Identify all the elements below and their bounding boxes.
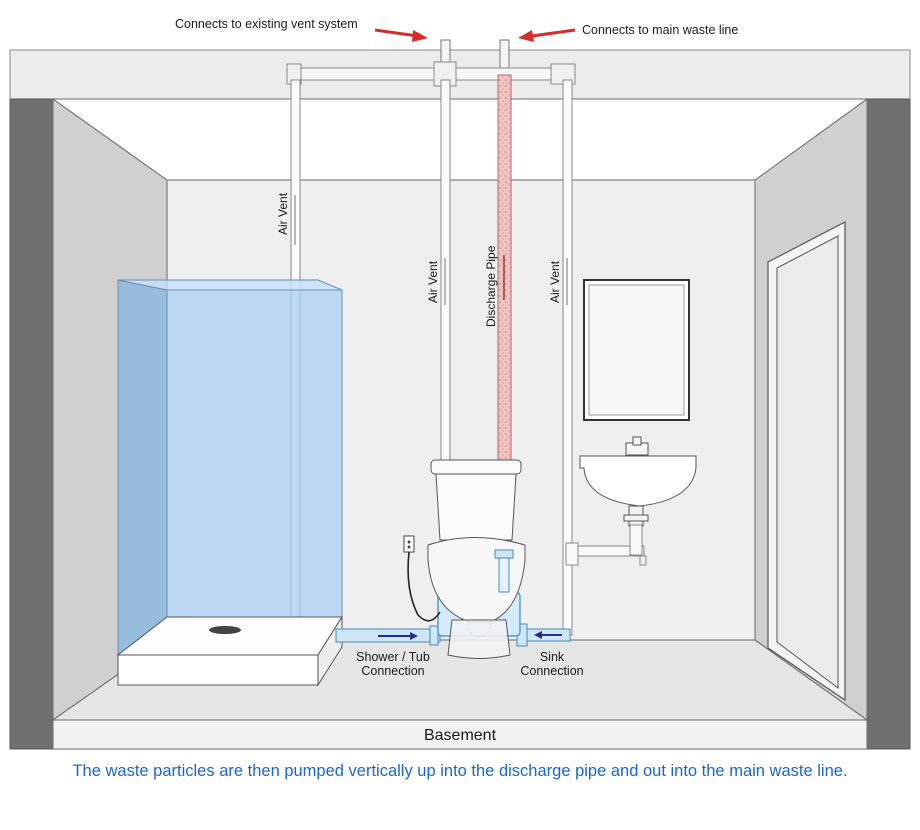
shower-drain: [209, 626, 241, 634]
shower-connection-label-2: Connection: [361, 664, 424, 678]
power-cord: [407, 551, 441, 622]
caption: The waste particles are then pumped vert…: [72, 762, 848, 780]
left-outer-wall: [9, 98, 54, 750]
vent-system-label: Connects to existing vent system: [175, 17, 358, 31]
shower-connection-label-1: Shower / Tub: [356, 650, 430, 664]
basement-label: Basement: [424, 727, 497, 744]
door-panel: [776, 235, 839, 690]
toilet-tank: [435, 473, 517, 541]
sink-connection-label-1: Sink: [540, 650, 565, 664]
air-vent-left-label: Air Vent: [276, 192, 290, 235]
air-vent-right-label: Air Vent: [548, 260, 562, 303]
shower-back-glass: [166, 289, 343, 641]
toilet-base: [447, 619, 511, 659]
shower-tray-front: [117, 654, 319, 686]
discharge-pipe-label: Discharge Pipe: [484, 245, 498, 327]
right-outer-wall: [866, 98, 911, 750]
toilet-tank-lid: [430, 459, 522, 475]
vent-arrow: [374, 28, 419, 38]
vent-manifold: [289, 67, 576, 81]
waste-line-label: Connects to main waste line: [582, 23, 738, 37]
waste-stub: [499, 39, 510, 71]
sink-connection-label-2: Connection: [520, 664, 583, 678]
air-vent-middle-label: Air Vent: [426, 260, 440, 303]
electrical-outlet: [403, 535, 415, 553]
shower-side-glass: [117, 279, 168, 656]
basement-band: [52, 719, 868, 750]
waste-arrow: [531, 28, 576, 38]
ceiling-inside: [51, 98, 869, 181]
shower-front-glass: [117, 279, 343, 291]
